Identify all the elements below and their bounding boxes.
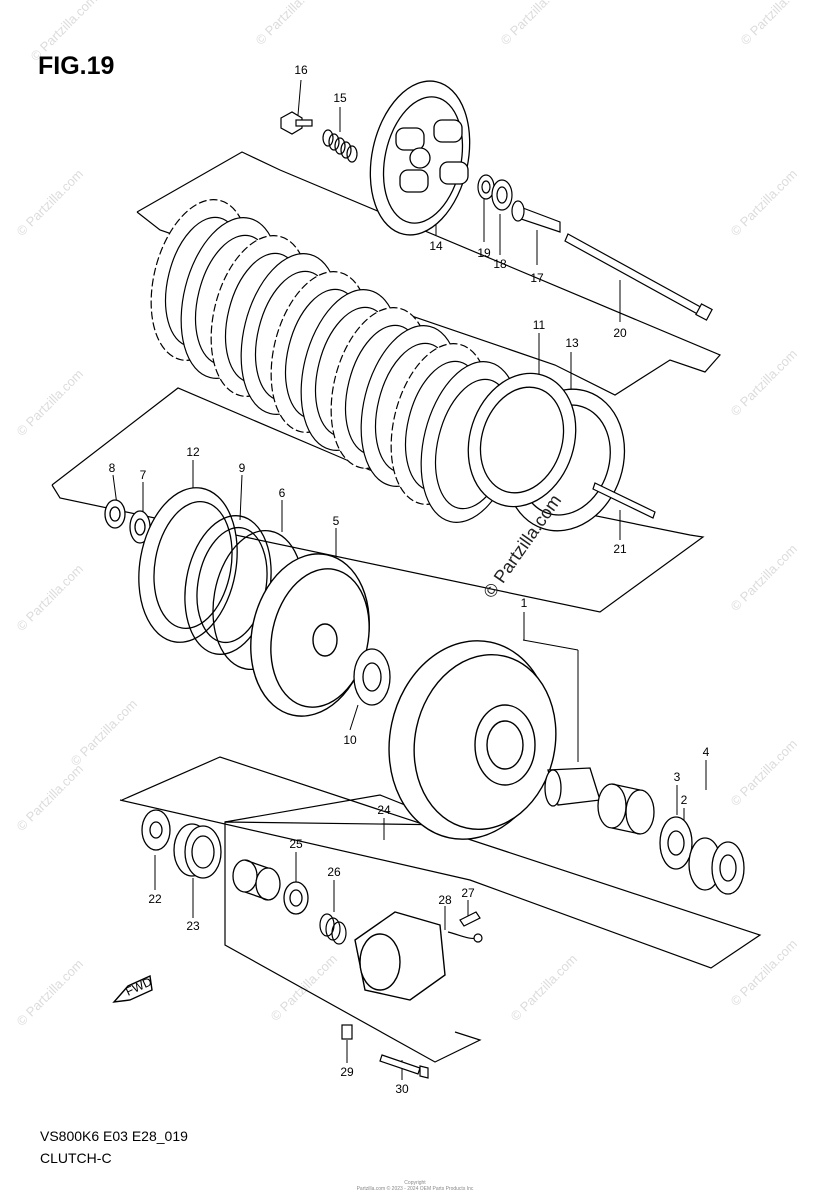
callout-22: 22 xyxy=(148,892,162,906)
part-16-bolt xyxy=(280,111,313,135)
diagram-code: VS800K6 E03 E28_019 xyxy=(40,1128,188,1144)
callout-8: 8 xyxy=(109,461,116,475)
callout-5: 5 xyxy=(333,514,340,528)
callout-27: 27 xyxy=(461,886,475,900)
fwd-arrow-icon: FWD xyxy=(112,974,154,1003)
part-24-release-cylinder xyxy=(354,911,446,1001)
callout-19: 19 xyxy=(477,246,491,260)
part-26-spring xyxy=(319,913,347,945)
middle-frame xyxy=(51,387,705,613)
part-21-pin xyxy=(592,482,656,519)
copyright-line-1: Copyright xyxy=(404,1180,426,1186)
part-2-spacer xyxy=(688,837,745,895)
part-7-washer xyxy=(129,510,151,544)
callout-9: 9 xyxy=(239,461,246,475)
copyright-notice: Copyright Partzilla.com © 2023 - 2024 OE… xyxy=(300,1180,530,1192)
part-14-pressure-plate xyxy=(369,80,471,236)
callout-21: 21 xyxy=(613,542,627,556)
part-25-seal xyxy=(283,881,309,915)
part-25-piston xyxy=(232,859,281,901)
callout-30: 30 xyxy=(395,1082,409,1096)
part-12-spring-hub xyxy=(138,487,238,643)
part-15-spring xyxy=(322,129,358,163)
part-18-bearing xyxy=(491,179,513,211)
part-22-seal xyxy=(141,809,171,851)
part-4-needle-bearing xyxy=(597,783,655,835)
callout-11: 11 xyxy=(533,318,546,332)
part-8-nut xyxy=(104,499,126,529)
callout-16: 16 xyxy=(294,63,308,77)
callout-1: 1 xyxy=(521,596,528,610)
callout-12: 12 xyxy=(186,445,200,459)
callout-labels: 16 15 14 19 18 17 20 11 13 8 7 12 9 6 5 … xyxy=(109,63,710,1096)
figure-title: FIG.19 xyxy=(38,52,115,80)
clutch-plate-stack xyxy=(150,199,520,523)
callout-15: 15 xyxy=(333,91,347,105)
callout-26: 26 xyxy=(327,865,341,879)
part-29-dowel xyxy=(341,1024,353,1040)
callout-2: 2 xyxy=(681,793,688,807)
callout-23: 23 xyxy=(186,919,200,933)
callout-28: 28 xyxy=(438,893,452,907)
copyright-line-2: Partzilla.com © 2023 - 2024 OEM Parts Pr… xyxy=(356,1186,474,1192)
part-10-washer xyxy=(353,648,391,706)
callout-14: 14 xyxy=(429,239,443,253)
part-5-sleeve-hub xyxy=(250,553,370,717)
part-23-bearing xyxy=(173,823,222,879)
lower-frame xyxy=(119,756,762,969)
callout-4: 4 xyxy=(703,745,710,759)
callout-7: 7 xyxy=(140,468,147,482)
part-20-push-rod xyxy=(564,233,713,321)
part-28-cap xyxy=(447,931,483,943)
part-4-spacer xyxy=(544,767,601,807)
callout-6: 6 xyxy=(279,486,286,500)
part-11-spring-seat xyxy=(467,372,577,508)
callout-13: 13 xyxy=(565,336,579,350)
callout-10: 10 xyxy=(343,733,357,747)
part-19-washer xyxy=(477,174,495,200)
callout-18: 18 xyxy=(493,257,507,271)
part-3-washer xyxy=(659,816,693,870)
part-30-bolt xyxy=(379,1054,429,1079)
callout-25: 25 xyxy=(289,837,303,851)
part-27-bleeder xyxy=(459,911,481,927)
callout-3: 3 xyxy=(674,770,681,784)
callout-29: 29 xyxy=(340,1065,354,1079)
inner-box-24 xyxy=(224,794,482,1063)
part-17-push-piece xyxy=(511,200,561,233)
callout-17: 17 xyxy=(530,271,544,285)
callout-20: 20 xyxy=(613,326,627,340)
part-1-primary-driven-gear xyxy=(388,640,557,840)
callout-24: 24 xyxy=(377,803,391,817)
diagram-name: CLUTCH-C xyxy=(40,1150,112,1166)
